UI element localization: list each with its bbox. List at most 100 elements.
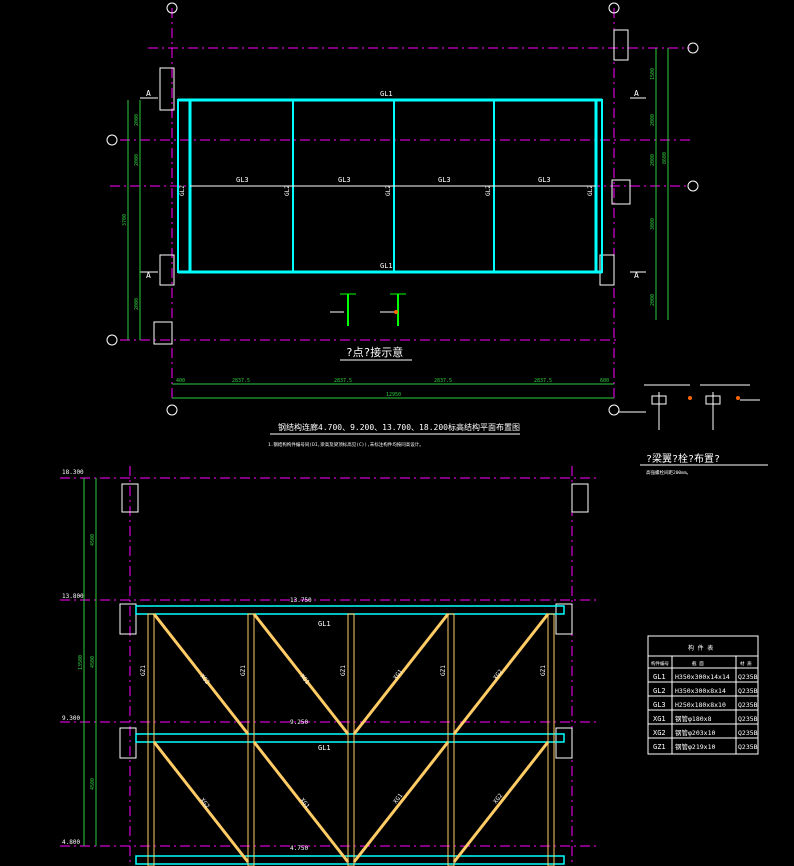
beam-elev-mark: 9.250 <box>290 719 308 726</box>
level-mark: 4.800 <box>62 839 80 846</box>
table-cell: 钢管φ219x10 <box>675 742 715 751</box>
beam-detail-note: 高强螺栓间距200mm。 <box>646 469 691 476</box>
elev-beam <box>135 855 565 865</box>
dim-text: 2837.5 <box>232 378 250 384</box>
level-mark: 9.300 <box>62 715 80 722</box>
brace-label: XG1 <box>298 797 310 810</box>
table-cell: Q235B <box>738 701 758 709</box>
dim-text: 4500 <box>90 656 96 668</box>
dim-total: 13500 <box>78 655 84 670</box>
axis-bubble <box>608 404 620 416</box>
column-label: GZ1 <box>440 665 447 676</box>
table-cell: H350x300x14x14 <box>675 673 730 681</box>
table-cell: 钢管φ180x8 <box>675 714 712 723</box>
plan-view: GL1 GL1 GL3 GL3 GL3 GL3 GL2 GL2 GL2 GL2 … <box>106 2 699 448</box>
dim-text: 4500 <box>90 534 96 546</box>
axis-bubble <box>106 334 118 346</box>
dim-text: 3000 <box>650 218 656 230</box>
column-label: GZ1 <box>340 665 347 676</box>
dim-text: 2000 <box>134 154 140 166</box>
elev-beam <box>135 605 565 615</box>
plan-title: 钢结构连廊4.700、9.200、13.700、18.200标高结构平面布置图 <box>278 422 520 432</box>
dim-total: 12950 <box>386 392 401 398</box>
brace-label: XG1 <box>392 792 404 805</box>
axis-bubble <box>166 2 178 14</box>
axis-bubble <box>106 134 118 146</box>
table-title: 构 件 表 <box>688 644 713 652</box>
wall-support <box>119 727 137 759</box>
table-header: 构件编号 <box>651 660 669 667</box>
column-label: GZ1 <box>540 665 547 676</box>
wall-support <box>571 483 589 513</box>
dim-text: 4500 <box>90 778 96 790</box>
dim-text: 600 <box>600 378 609 384</box>
dim-total: 8600 <box>662 152 668 164</box>
wall-support <box>121 483 139 513</box>
elev-braces <box>152 613 550 863</box>
plan-gl2-label: GL2 <box>385 185 392 196</box>
plan-gl3-label: GL3 <box>438 176 451 184</box>
table-cell: GL3 <box>653 701 666 709</box>
table-cell: Q235B <box>738 687 758 695</box>
table-cell: Q235B <box>738 729 758 737</box>
beam-elev-mark: 13.750 <box>290 597 312 604</box>
table-cell: GL1 <box>653 673 666 681</box>
table-cell: XG1 <box>653 715 666 723</box>
dim-text: 2837.5 <box>334 378 352 384</box>
brace-label: XG2 <box>492 792 504 805</box>
table-cell: GZ1 <box>653 743 666 751</box>
dim-text: 2000 <box>650 114 656 126</box>
beam-elev-mark: 4.750 <box>290 845 308 852</box>
wall-column <box>153 321 173 345</box>
dim-text: 2000 <box>134 298 140 310</box>
member-table: 构 件 表 构件编号 截 面 材 质 GL1 H350x300x14x14 Q2… <box>647 635 759 755</box>
axis-bubble <box>687 42 699 54</box>
column-label: GZ1 <box>140 665 147 676</box>
axis-bubble <box>608 2 620 14</box>
wall-column <box>613 29 629 61</box>
section-mark: A <box>634 89 639 98</box>
wall-column <box>159 67 175 111</box>
table-header: 材 质 <box>740 660 752 667</box>
plan-gl3-label: GL3 <box>538 176 551 184</box>
section-mark: A <box>146 89 151 98</box>
table-cell: H250x180x8x10 <box>675 701 726 709</box>
table-cell: 钢管φ203x10 <box>675 728 715 737</box>
dim-text: 2837.5 <box>534 378 552 384</box>
plan-gl3-label: GL3 <box>338 176 351 184</box>
table-cell: Q235B <box>738 715 758 723</box>
level-mark: 13.800 <box>62 593 84 600</box>
wall-support <box>555 727 573 759</box>
elev-beam-label: GL1 <box>318 620 331 628</box>
elevation-view: 18.300 13.800 9.300 4.800 4500 4500 4500… <box>60 466 600 866</box>
dim-text: 400 <box>176 378 185 384</box>
plan-beam-top-label: GL1 <box>380 90 393 98</box>
wall-support <box>555 603 573 635</box>
axis-bubble <box>687 180 699 192</box>
wall-column <box>159 254 175 286</box>
beam-detail: ?梁翼?栓?布置? 高强螺栓间距200mm。 <box>618 384 768 476</box>
dim-text: 2837.5 <box>434 378 452 384</box>
dim-text: 2000 <box>134 114 140 126</box>
table-cell: XG2 <box>653 729 666 737</box>
elev-beam-label: GL1 <box>318 744 331 752</box>
elev-columns <box>147 613 555 866</box>
wall-column <box>599 254 615 286</box>
dim-text: 2000 <box>650 154 656 166</box>
table-cell: Q235B <box>738 673 758 681</box>
plan-note: 1.钢结构构件编号同(DI,梁高及梁顶标高见(C)),未标注构件均按同高设计。 <box>268 441 424 448</box>
plan-gl2-label: GL2 <box>485 185 492 196</box>
plan-gl2-label: GL2 <box>179 185 186 196</box>
dim-text: 1500 <box>650 68 656 80</box>
node-caption: ?点?接示意 <box>346 345 403 359</box>
dim-text: 3700 <box>122 214 128 226</box>
dim-text: 2000 <box>650 294 656 306</box>
table-cell: H350x300x8x14 <box>675 687 726 695</box>
table-cell: Q235B <box>738 743 758 751</box>
table-header: 截 面 <box>692 660 704 667</box>
table-cell: GL2 <box>653 687 666 695</box>
beam-detail-caption: ?梁翼?栓?布置? <box>646 452 720 465</box>
plan-beam-bottom-label: GL1 <box>380 262 393 270</box>
wall-column <box>611 179 631 205</box>
